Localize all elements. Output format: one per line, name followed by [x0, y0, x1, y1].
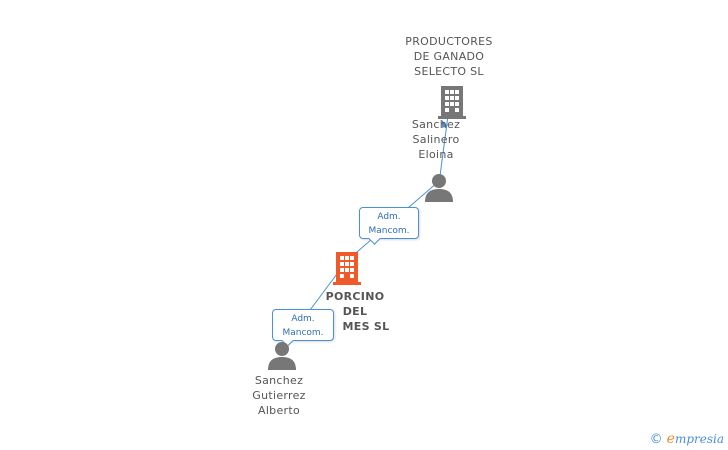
person-icon[interactable]: [267, 340, 297, 370]
person-bottom-label: Sanchez Gutierrez Alberto: [239, 373, 319, 418]
company-main-label[interactable]: PORCINO DEL MES SL: [305, 289, 405, 334]
person-top-label: Sanchez Salinero Eloina: [396, 117, 476, 162]
relation-upper-line-1: Adm.: [377, 212, 401, 222]
person-top-name-line-2: Salinero: [412, 133, 460, 146]
link-arrow-company-top: [442, 120, 447, 128]
company-main-name-line-1: PORCINO: [325, 290, 385, 303]
person-icon[interactable]: [424, 172, 454, 202]
person-bottom-name-line-3: Alberto: [258, 404, 300, 417]
person-bottom-name-line-1: Sanchez: [254, 374, 304, 387]
company-top-name-line-3: SELECTO SL: [414, 65, 484, 78]
person-top-name-line-3: Eloina: [418, 148, 454, 161]
company-top-name-line-2: DE GANADO: [413, 50, 485, 63]
person-bottom-name-line-2: Gutierrez: [252, 389, 306, 402]
relation-upper-line-2: Mancom.: [368, 226, 410, 236]
building-icon[interactable]: [436, 84, 468, 120]
footer-brand[interactable]: © empresia: [650, 431, 724, 447]
company-main-name-line-3: MES SL: [342, 320, 390, 333]
link-person-top-to-company-top: [439, 107, 450, 177]
building-icon[interactable]: [331, 250, 363, 286]
copyright-symbol: ©: [649, 431, 663, 447]
relation-badge-upper[interactable]: Adm. Mancom.: [359, 207, 419, 245]
company-top-label: PRODUCTORES DE GANADO SELECTO SL: [394, 34, 504, 79]
relation-lower-line-1: Adm.: [291, 314, 315, 324]
company-main-name-line-2: DEL: [342, 305, 368, 318]
person-top-name-line-1: Sanchez: [411, 118, 461, 131]
brand-logo: empresia: [667, 431, 724, 447]
relation-lower-line-2: Mancom.: [282, 328, 324, 338]
relation-badge-lower[interactable]: Adm. Mancom.: [272, 309, 334, 347]
brand-first-letter: e: [666, 431, 675, 447]
brand-rest: mpresia: [674, 432, 724, 446]
company-top-name-line-1: PRODUCTORES: [405, 35, 493, 48]
